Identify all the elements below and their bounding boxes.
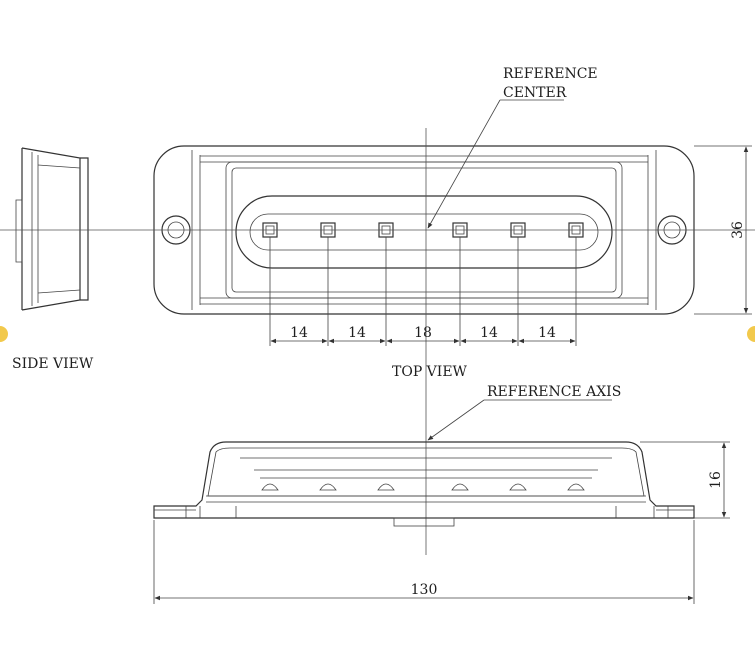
front-view-drawing [153,441,695,527]
top-view-label: TOP VIEW [392,364,468,380]
reference-center-callout: REFERENCE CENTER [427,66,598,229]
reference-center-label-2: CENTER [503,85,567,101]
length-value: 130 [411,582,438,598]
right-edge-marker [747,326,755,342]
length-dimension: 130 [153,520,695,604]
depth-value: 16 [708,471,724,489]
spacing-5: 14 [538,325,556,341]
depth-dimension: 16 [640,441,730,519]
height-dimension: 36 [694,145,752,315]
spacing-1: 14 [290,325,308,341]
led-spacing-dimensions: 14 14 18 14 14 [269,237,577,346]
reference-axis-label: REFERENCE AXIS [487,384,621,400]
spacing-4: 14 [480,325,498,341]
left-edge-marker [0,326,8,342]
reference-axis-callout: REFERENCE AXIS [427,384,621,441]
side-view-drawing [15,147,89,311]
spacing-2: 14 [348,325,366,341]
height-value: 36 [730,221,746,239]
side-view-label: SIDE VIEW [12,356,94,372]
spacing-3: 18 [414,325,432,341]
reference-center-label-1: REFERENCE [503,66,598,82]
